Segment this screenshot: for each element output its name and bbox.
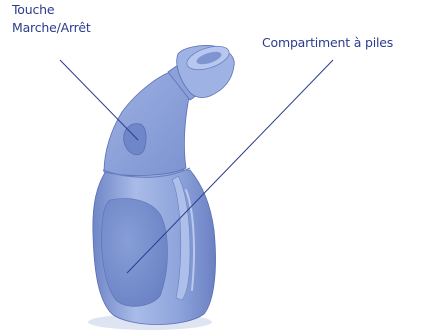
battery-compartment-label: Compartiment à piles (262, 34, 393, 52)
battery-compartment-panel (102, 199, 168, 307)
power-button-label: Touche Marche/Arrêt (12, 1, 91, 37)
power-button-leader-line (60, 60, 138, 140)
device-shoulder (104, 72, 190, 175)
